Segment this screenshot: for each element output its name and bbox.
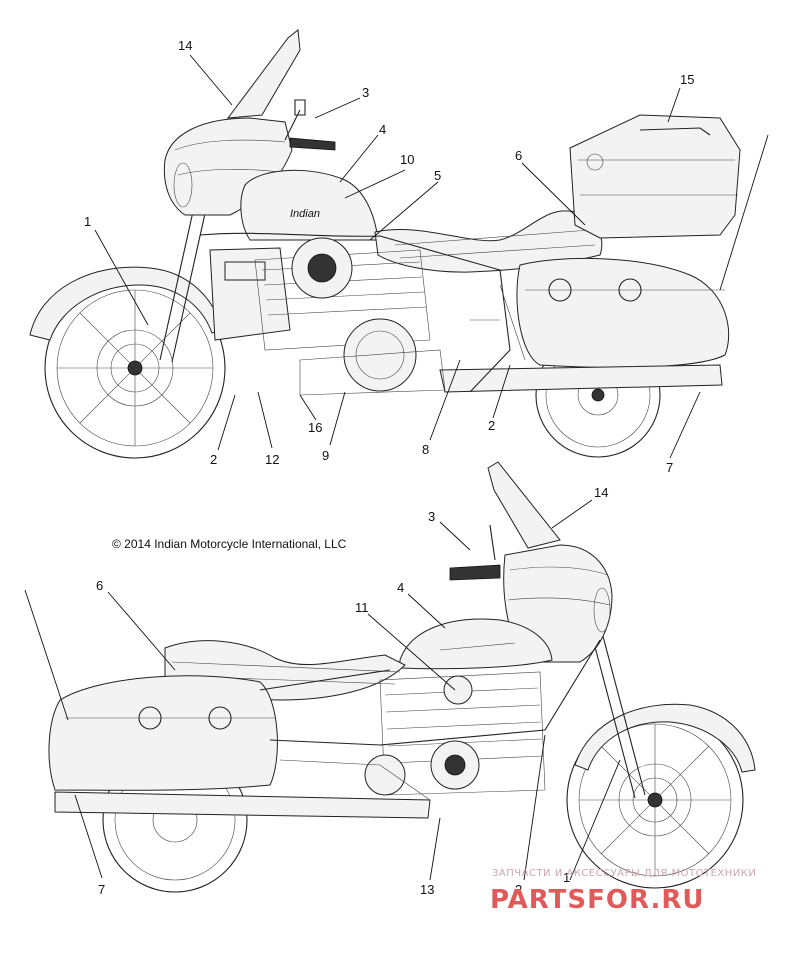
callout-bottom-2: 2: [515, 882, 522, 897]
top-motorcycle: Indian: [29, 29, 769, 459]
callout-top-14: 14: [178, 38, 192, 53]
callout-top-9: 9: [322, 448, 329, 463]
callout-top-3: 3: [362, 85, 369, 100]
callout-top-1: 1: [84, 214, 91, 229]
callout-top-2-right: 2: [488, 418, 495, 433]
watermark-brand: PARTSFOR.RU: [490, 885, 704, 915]
callout-top-4: 4: [379, 122, 386, 137]
top-windshield: [226, 29, 301, 119]
bottom-front-fender: [574, 703, 756, 773]
top-front-fender: [29, 266, 223, 341]
bottom-fuel-tank: [399, 618, 553, 670]
bottom-motorcycle: [24, 461, 756, 893]
top-front-wheel: [44, 277, 226, 459]
callout-bottom-11: 11: [355, 600, 369, 615]
tank-badge: Indian: [290, 208, 320, 220]
callout-top-2-left: 2: [210, 452, 217, 467]
callout-top-15: 15: [680, 72, 694, 87]
bottom-engine: [364, 671, 546, 796]
copyright-notice: © 2014 Indian Motorcycle International, …: [112, 537, 347, 551]
callout-top-7: 7: [666, 460, 673, 475]
bottom-windshield: [487, 461, 561, 549]
callout-bottom-3: 3: [428, 509, 435, 524]
callout-bottom-7: 7: [98, 882, 105, 897]
callout-top-16: 16: [308, 420, 322, 435]
callout-bottom-4: 4: [397, 580, 404, 595]
top-engine: [209, 237, 446, 396]
callout-bottom-14: 14: [594, 485, 608, 500]
bottom-leaders: [74, 499, 621, 881]
watermark-tagline: ЗАПЧАСТИ И АКСЕССУАРЫ ДЛЯ МОТОТЕХНИКИ: [492, 868, 756, 879]
callout-bottom-6: 6: [96, 578, 103, 593]
top-leaders: [94, 54, 701, 459]
callout-top-12: 12: [265, 452, 279, 467]
callout-top-8: 8: [422, 442, 429, 457]
top-fuel-tank: [240, 169, 379, 241]
top-callouts: 14 3 15 4 10 6 5 1 2 12 16 9 8 2 7: [84, 38, 694, 475]
top-saddlebag: [516, 257, 730, 368]
bottom-saddlebag: [48, 675, 278, 791]
callout-bottom-13: 13: [420, 882, 434, 897]
bottom-callouts: 3 14 4 6 11 7 13 2 1: [96, 485, 608, 897]
watermark: ЗАПЧАСТИ И АКСЕССУАРЫ ДЛЯ МОТОТЕХНИКИ PA…: [490, 868, 756, 915]
callout-top-5: 5: [434, 168, 441, 183]
top-trunk: [569, 114, 741, 239]
callout-top-6: 6: [515, 148, 522, 163]
callout-bottom-1: 1: [563, 870, 570, 885]
callout-top-10: 10: [400, 152, 414, 167]
